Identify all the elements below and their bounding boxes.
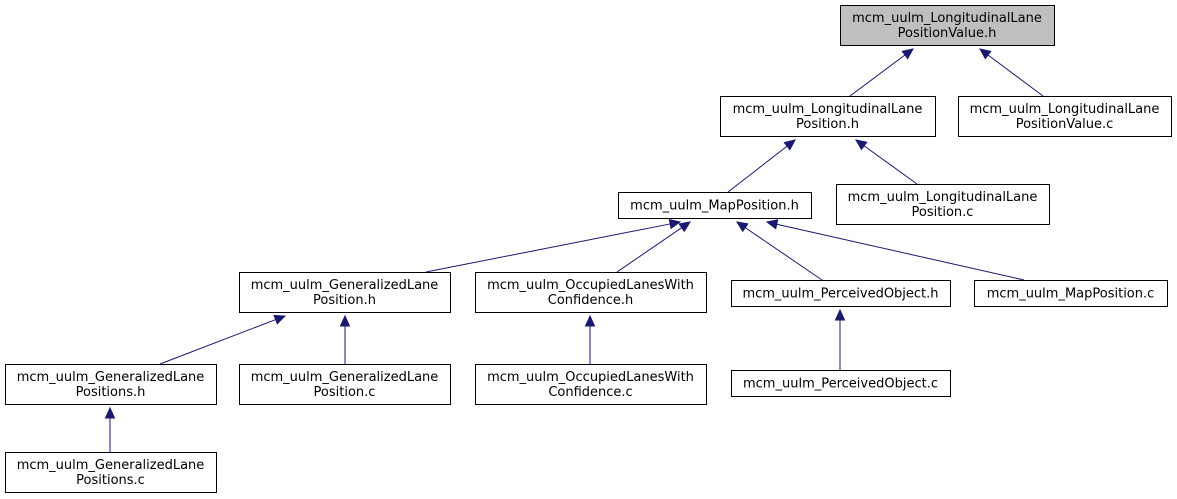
edge-line — [727, 145, 788, 193]
edge-n_olwc_c-to-n_olwc_h — [584, 314, 596, 364]
arrowhead-icon — [584, 314, 596, 327]
edge-line — [849, 54, 906, 97]
file-node-label-line: PositionValue.h — [898, 26, 997, 41]
file-node-label-line: Positions.h — [76, 385, 146, 400]
edge-n_mp_h-to-n_lp_h — [727, 139, 796, 193]
file-node-box — [475, 272, 707, 313]
file-node-label-line: Position.h — [796, 117, 859, 132]
file-node-label-line: mcm_uulm_LongitudinalLane — [852, 11, 1042, 26]
file-node-box — [239, 364, 451, 405]
file-node-box — [731, 280, 951, 307]
file-node-box — [5, 452, 217, 493]
file-node-mp-h[interactable]: mcm_uulm_MapPosition.h — [618, 192, 812, 219]
edge-n_po_c-to-n_po_h — [834, 308, 846, 370]
file-node-box — [840, 5, 1055, 46]
file-node-label-line: Position.c — [912, 205, 974, 220]
file-node-po-c[interactable]: mcm_uulm_PerceivedObject.c — [731, 370, 951, 397]
edge-n_glp_c-to-n_glp_h — [339, 314, 351, 364]
file-node-label-line: mcm_uulm_GeneralizedLane — [17, 458, 205, 473]
edge-line — [863, 145, 918, 185]
arrowhead-icon — [273, 314, 287, 325]
file-node-label-line: mcm_uulm_OccupiedLanesWith — [487, 278, 694, 293]
file-node-box — [731, 370, 951, 397]
edge-line — [987, 54, 1044, 97]
edges-layer — [104, 48, 1044, 452]
file-node-mp-c[interactable]: mcm_uulm_MapPosition.c — [974, 280, 1168, 307]
file-node-label-line: mcm_uulm_MapPosition.h — [630, 199, 799, 214]
edge-n_glps_h-to-n_glp_h — [159, 314, 287, 365]
edge-line — [776, 223, 1025, 281]
file-node-label-line: Confidence.c — [548, 385, 632, 400]
file-node-label-line: mcm_uulm_PerceivedObject.c — [743, 377, 938, 392]
edge-n_mp_c-to-n_mp_h — [765, 219, 1025, 281]
file-node-label-line: mcm_uulm_LongitudinalLane — [970, 102, 1160, 117]
arrowhead-icon — [855, 139, 868, 151]
file-node-label-line: mcm_uulm_LongitudinalLane — [733, 102, 923, 117]
file-node-label-line: Confidence.h — [548, 293, 633, 308]
arrowhead-icon — [339, 314, 351, 327]
file-node-label-line: PositionValue.c — [1016, 117, 1114, 132]
edge-n_glp_h-to-n_mp_h — [425, 218, 682, 273]
file-node-po-h[interactable]: mcm_uulm_PerceivedObject.h — [731, 280, 951, 307]
nodes-layer: mcm_uulm_LongitudinalLanePositionValue.h… — [5, 5, 1172, 493]
file-node-label-line: mcm_uulm_GeneralizedLane — [251, 370, 439, 385]
file-node-label-line: mcm_uulm_OccupiedLanesWith — [487, 370, 694, 385]
file-node-label-line: mcm_uulm_GeneralizedLane — [251, 278, 439, 293]
edge-line — [425, 223, 671, 273]
edge-n_olwc_h-to-n_mp_h — [616, 221, 692, 273]
arrowhead-icon — [678, 221, 692, 233]
edge-n_po_h-to-n_mp_h — [735, 221, 823, 281]
edge-n_lp_c-to-n_lp_h — [855, 139, 918, 185]
file-node-label-line: Position.c — [314, 385, 376, 400]
edge-n_lp_h-to-n_lpv_h — [849, 48, 914, 97]
file-node-label-line: mcm_uulm_GeneralizedLane — [17, 370, 205, 385]
file-node-box — [720, 96, 936, 137]
arrowhead-icon — [834, 308, 846, 321]
file-node-box — [5, 364, 217, 405]
edge-line — [159, 319, 276, 365]
file-node-box — [974, 280, 1168, 307]
file-node-box — [475, 364, 707, 405]
file-node-label-line: Position.h — [313, 293, 376, 308]
arrowhead-icon — [735, 221, 749, 233]
file-node-box — [958, 96, 1172, 137]
arrowhead-icon — [668, 218, 682, 230]
arrowhead-icon — [783, 139, 796, 151]
arrowhead-icon — [765, 219, 779, 230]
arrowhead-icon — [104, 406, 116, 419]
file-node-label-line: mcm_uulm_MapPosition.c — [987, 287, 1155, 302]
file-node-label-line: Positions.c — [76, 473, 145, 488]
arrowhead-icon — [979, 48, 992, 60]
edge-line — [744, 227, 823, 281]
file-node-box — [618, 192, 812, 219]
file-node-box — [239, 272, 451, 313]
edge-n_glps_c-to-n_glps_h — [104, 406, 116, 452]
file-node-label-line: mcm_uulm_LongitudinalLane — [848, 190, 1038, 205]
file-node-box — [836, 184, 1050, 225]
edge-n_lpv_c-to-n_lpv_h — [979, 48, 1044, 97]
arrowhead-icon — [901, 48, 914, 60]
edge-line — [616, 227, 683, 273]
file-node-label-line: mcm_uulm_PerceivedObject.h — [742, 287, 938, 302]
